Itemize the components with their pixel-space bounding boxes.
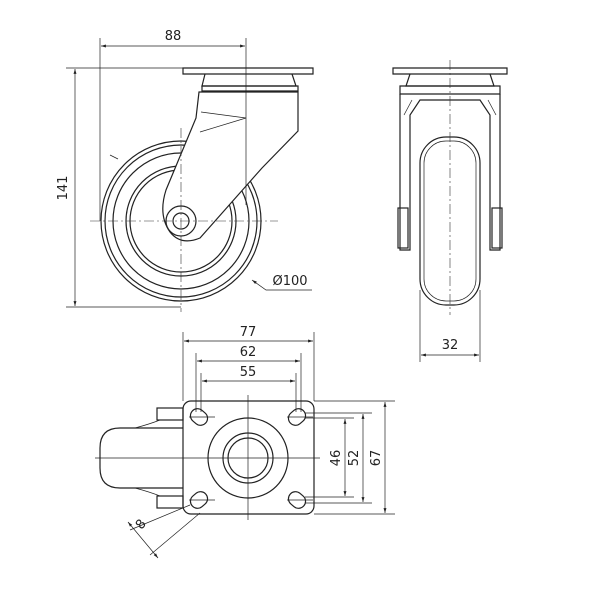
dim-hole-spacing-v-outer: 52: [347, 450, 362, 467]
side-view: 32: [392, 60, 508, 362]
dim-height: 141: [56, 176, 71, 201]
dim-plate-length: 67: [369, 450, 384, 467]
front-view: 88 141 Ø100: [56, 29, 314, 312]
dim-hole-spacing-inner: 55: [240, 365, 257, 380]
dim-plate-width: 77: [240, 325, 257, 340]
dim-wheel-diameter: Ø100: [272, 274, 307, 289]
dim-hole-spacing-v-inner: 46: [329, 450, 344, 467]
dim-hole-spacing-outer: 62: [240, 345, 257, 360]
dim-wheel-width: 32: [442, 338, 459, 353]
bottom-view: 77 62 55 67 52 46 8: [95, 325, 395, 559]
dim-hole-size: 8: [133, 517, 150, 533]
dim-offset: 88: [165, 29, 182, 44]
